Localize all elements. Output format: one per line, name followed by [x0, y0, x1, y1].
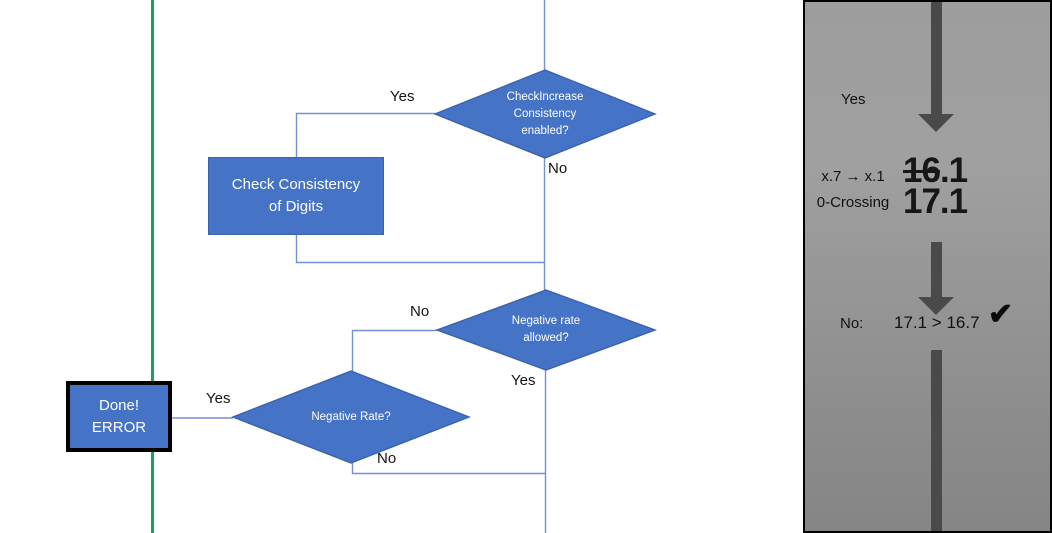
panel-rule-line2: 0-Crossing [816, 194, 890, 211]
down-arrow-3-shaft [931, 350, 942, 531]
connector-no-to-decision [351, 329, 437, 371]
down-arrow-1-shaft [931, 2, 942, 114]
panel-old-value-rest: .1 [939, 151, 968, 190]
terminator-done-error: Done! ERROR [66, 381, 172, 452]
connector-yes-to-process [295, 112, 435, 157]
terminator-done-line2: ERROR [91, 418, 147, 436]
panel-no-label: No: [840, 315, 864, 332]
down-arrow-2-shaft [931, 242, 942, 297]
connector-process-return [295, 235, 545, 264]
panel-values: 16.1 17.1 [903, 153, 968, 221]
decision-negative-rate-shape [231, 370, 471, 464]
panel-new-value: 17.1 [903, 182, 968, 221]
connector-no-return [351, 463, 545, 475]
panel-yes-label: Yes [841, 91, 866, 108]
decision-checkincrease-shape [433, 69, 657, 159]
process-check-consistency-line1: Check Consistency [231, 176, 361, 193]
notes-panel: Yes x.7 → x.1 0-Crossing 16.1 17.1 No: 1… [803, 0, 1052, 533]
green-divider-line [151, 0, 154, 533]
process-check-consistency: Check Consistency of Digits [208, 157, 384, 235]
label-no-mid: No [410, 303, 430, 320]
label-yes-done: Yes [206, 390, 231, 407]
label-yes-top: Yes [390, 88, 415, 105]
panel-comparison: 17.1 > 16.7 [894, 313, 980, 332]
panel-rule-text: x.7 → x.1 0-Crossing [808, 164, 898, 216]
label-no-bottom: No [377, 450, 397, 467]
down-arrow-1-head [918, 114, 954, 132]
panel-old-value-struck: 16 [903, 151, 941, 190]
decision-negative-allowed-shape [434, 289, 658, 371]
panel-old-value: 16.1 [903, 153, 968, 188]
check-mark-icon: ✔ [988, 298, 1014, 331]
process-check-consistency-line2: of Digits [268, 198, 324, 215]
label-no-top: No [548, 160, 568, 177]
label-yes-mid: Yes [511, 372, 536, 389]
terminator-done-line1: Done! [98, 396, 140, 414]
panel-rule-line1: x.7 → x.1 [821, 168, 885, 185]
down-arrow-2-head [918, 297, 954, 315]
